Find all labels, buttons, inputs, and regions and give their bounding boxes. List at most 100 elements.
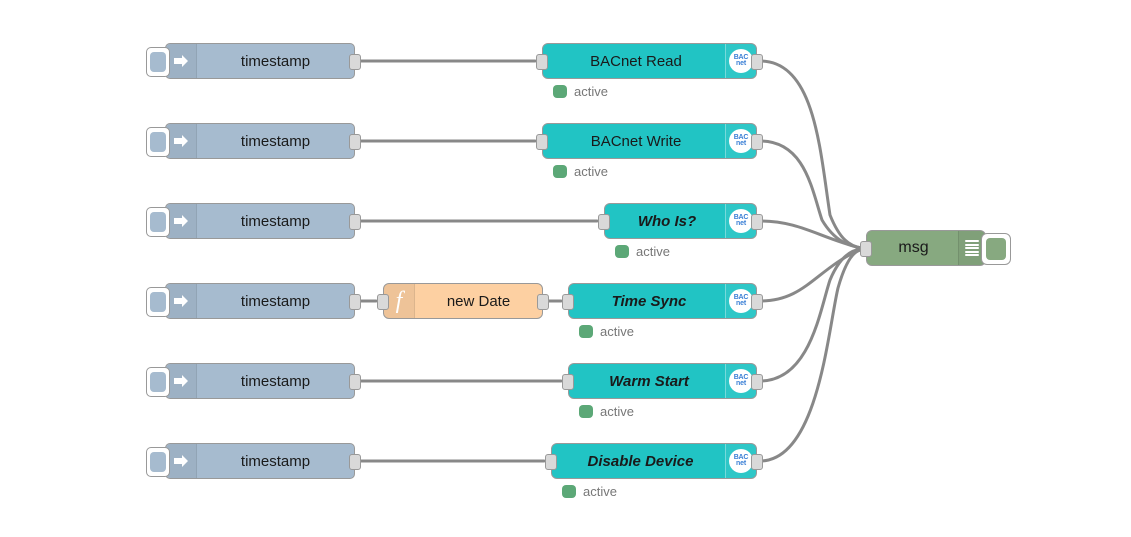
bacnet-node[interactable]: Time Sync BAC net [562,283,763,319]
inject-trigger-button[interactable] [146,207,170,237]
status-label: active [636,244,670,259]
bacnet-node-label: Time Sync [611,292,687,310]
output-port[interactable] [349,454,361,470]
bacnet-node[interactable]: Warm Start BAC net [562,363,763,399]
debug-toggle-button[interactable] [981,233,1011,265]
status-label: active [600,324,634,339]
debug-node-label: msg [898,239,929,256]
debug-node[interactable]: msg [860,230,1011,266]
input-port[interactable] [562,374,574,390]
input-port[interactable] [536,54,548,70]
bacnet-node-label: Who Is? [637,212,697,230]
bacnet-badge-icon: BAC net [725,204,756,238]
bacnet-node-label: Disable Device [587,452,694,470]
inject-node-label: timestamp [240,132,311,150]
status-dot-icon [562,485,576,498]
wire[interactable] [758,219,863,250]
bac-badge-top: BAC [733,373,749,381]
bac-badge-top: BAC [733,213,749,221]
function-node[interactable]: f new Date [377,283,549,319]
bacnet-node[interactable]: BACnet Write BAC net [536,123,763,159]
bac-badge-top: BAC [733,133,749,141]
arrow-right-icon [166,204,197,238]
bacnet-badge-icon: BAC net [725,444,756,478]
inject-node[interactable]: timestamp [146,123,361,159]
bacnet-badge-icon: BAC net [725,284,756,318]
function-f-glyph: f [395,288,403,314]
bacnet-badge-icon: BAC net [725,364,756,398]
bacnet-node-label: BACnet Read [590,52,682,70]
output-port[interactable] [751,454,763,470]
bac-badge-top: BAC [733,53,749,61]
inject-trigger-button[interactable] [146,287,170,317]
status-dot-icon [553,165,567,178]
inject-node-label: timestamp [240,52,311,70]
status-dot-icon [553,85,567,98]
inject-node[interactable]: timestamp [146,283,361,319]
bacnet-node[interactable]: BACnet Read BAC net [536,43,763,79]
inject-trigger-button[interactable] [146,367,170,397]
status-label: active [574,164,608,179]
wire[interactable] [758,247,863,303]
inject-node-label: timestamp [240,292,311,310]
wire[interactable] [758,59,863,250]
debug-lines-icon [958,231,985,265]
status-badge: active [615,244,670,259]
output-port[interactable] [751,54,763,70]
output-port[interactable] [349,54,361,70]
arrow-right-icon [166,124,197,158]
status-label: active [600,404,634,419]
bacnet-node[interactable]: Disable Device BAC net [545,443,763,479]
bac-badge-bottom: net [736,300,746,307]
arrow-right-icon [166,364,197,398]
inject-node[interactable]: timestamp [146,443,361,479]
bac-badge-top: BAC [733,293,749,301]
inject-trigger-button[interactable] [146,447,170,477]
wire[interactable] [758,139,863,250]
wire[interactable] [758,247,863,383]
status-badge: active [553,164,608,179]
output-port[interactable] [751,294,763,310]
inject-trigger-button[interactable] [146,127,170,157]
input-port[interactable] [860,241,872,257]
inject-trigger-button[interactable] [146,47,170,77]
output-port[interactable] [751,374,763,390]
function-node-label: new Date [446,292,511,310]
output-port[interactable] [349,294,361,310]
input-port[interactable] [545,454,557,470]
bac-badge-bottom: net [736,220,746,227]
status-badge: active [579,404,634,419]
status-dot-icon [615,245,629,258]
bac-badge-bottom: net [736,460,746,467]
arrow-right-icon [166,284,197,318]
status-badge: active [562,484,617,499]
inject-node[interactable]: timestamp [146,363,361,399]
inject-node[interactable]: timestamp [146,203,361,239]
bacnet-node[interactable]: Who Is? BAC net [598,203,763,239]
bacnet-badge-icon: BAC net [725,44,756,78]
input-port[interactable] [536,134,548,150]
status-dot-icon [579,325,593,338]
bac-badge-bottom: net [736,60,746,67]
wire[interactable] [758,248,863,463]
output-port[interactable] [751,134,763,150]
output-port[interactable] [349,374,361,390]
output-port[interactable] [751,214,763,230]
input-port[interactable] [598,214,610,230]
bacnet-badge-icon: BAC net [725,124,756,158]
bac-badge-bottom: net [736,380,746,387]
status-label: active [583,484,617,499]
status-label: active [574,84,608,99]
input-port[interactable] [562,294,574,310]
arrow-right-icon [166,444,197,478]
output-port[interactable] [537,294,549,310]
input-port[interactable] [377,294,389,310]
bacnet-node-label: BACnet Write [590,132,682,150]
status-badge: active [553,84,608,99]
arrow-right-icon [166,44,197,78]
output-port[interactable] [349,214,361,230]
bacnet-node-label: Warm Start [609,372,689,390]
output-port[interactable] [349,134,361,150]
inject-node[interactable]: timestamp [146,43,361,79]
